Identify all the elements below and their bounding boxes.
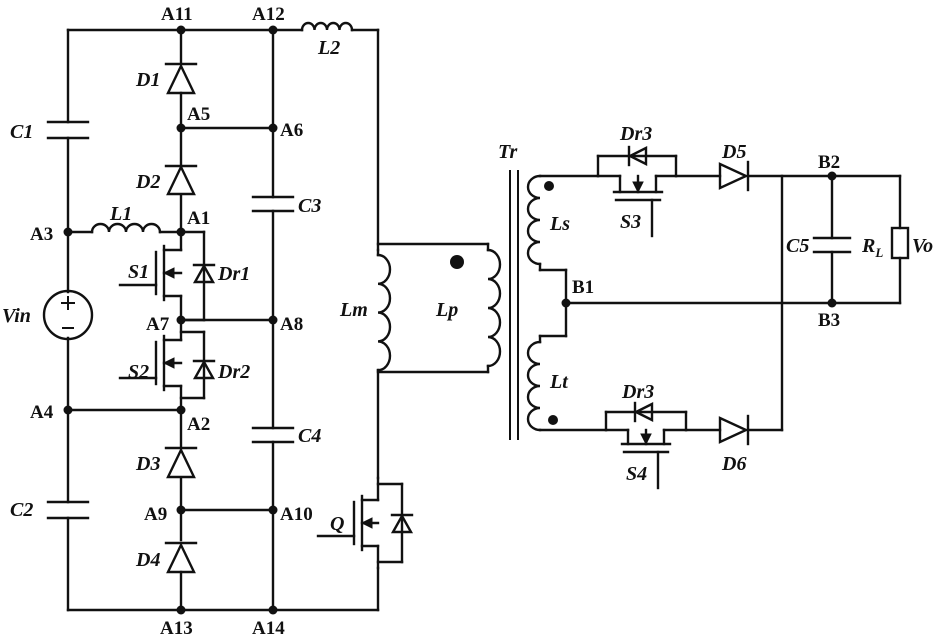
capacitor-c4 — [253, 428, 293, 442]
label-d4: D4 — [135, 549, 160, 571]
label-tr: Tr — [498, 141, 517, 163]
label-rl: RL — [861, 235, 883, 260]
label-b2: B2 — [818, 152, 840, 173]
label-lm: Lm — [339, 299, 368, 321]
label-a4: A4 — [30, 402, 54, 423]
label-b3: B3 — [818, 310, 840, 331]
label-vin: Vin — [2, 305, 31, 327]
label-lp: Lp — [435, 299, 458, 321]
label-s1: S1 — [128, 261, 149, 283]
label-b1: B1 — [572, 277, 594, 298]
diode-d5 — [720, 162, 748, 190]
label-a2: A2 — [187, 414, 210, 435]
label-l1: L1 — [109, 203, 132, 225]
label-a3: A3 — [30, 224, 53, 245]
label-c4: C4 — [298, 425, 321, 447]
label-a1: A1 — [187, 208, 210, 229]
label-d2: D2 — [135, 171, 160, 193]
label-q: Q — [330, 513, 344, 535]
label-ls: Ls — [549, 213, 570, 235]
label-a12: A12 — [252, 4, 285, 25]
inductor-l2 — [302, 23, 352, 30]
label-a9: A9 — [144, 504, 167, 525]
label-c1: C1 — [10, 121, 33, 143]
label-s3: S3 — [620, 211, 641, 233]
label-a13: A13 — [160, 618, 193, 639]
capacitor-c5 — [814, 238, 850, 252]
label-vo: Vo — [912, 235, 933, 257]
capacitor-c2 — [48, 502, 88, 518]
label-dr3-top: Dr3 — [619, 123, 652, 145]
label-a14: A14 — [252, 618, 285, 639]
label-c3: C3 — [298, 195, 321, 217]
secondary-wiring — [566, 176, 900, 430]
capacitor-c1 — [48, 122, 88, 138]
voltage-source-vin — [44, 291, 92, 339]
label-a6: A6 — [280, 120, 303, 141]
inductor-l1 — [92, 224, 160, 232]
label-dr1: Dr1 — [217, 263, 250, 285]
label-a11: A11 — [161, 4, 193, 25]
diode-d6 — [720, 416, 748, 444]
diode-d3 — [166, 448, 196, 477]
diode-d4 — [166, 543, 196, 572]
node-labels: A11 A12 A5 A6 A1 A3 A7 A8 A4 A2 A9 A10 A… — [30, 4, 840, 639]
capacitor-c3 — [253, 197, 293, 211]
label-a5: A5 — [187, 104, 210, 125]
label-d5: D5 — [721, 141, 746, 163]
label-s4: S4 — [626, 463, 647, 485]
label-l2: L2 — [317, 37, 340, 59]
label-a10: A10 — [280, 504, 313, 525]
resistor-rl — [892, 228, 908, 258]
diode-d2 — [166, 166, 196, 194]
label-a8: A8 — [280, 314, 303, 335]
label-dr3-bottom: Dr3 — [621, 381, 654, 403]
label-c2: C2 — [10, 499, 33, 521]
label-c5: C5 — [786, 235, 809, 257]
diode-d1 — [166, 64, 196, 93]
label-dr2: Dr2 — [217, 361, 250, 383]
label-a7: A7 — [146, 314, 170, 335]
label-d1: D1 — [135, 69, 160, 91]
label-lt: Lt — [549, 371, 569, 393]
label-d6: D6 — [721, 453, 746, 475]
label-s2: S2 — [128, 361, 149, 383]
transformer-core — [510, 170, 518, 440]
label-d3: D3 — [135, 453, 160, 475]
